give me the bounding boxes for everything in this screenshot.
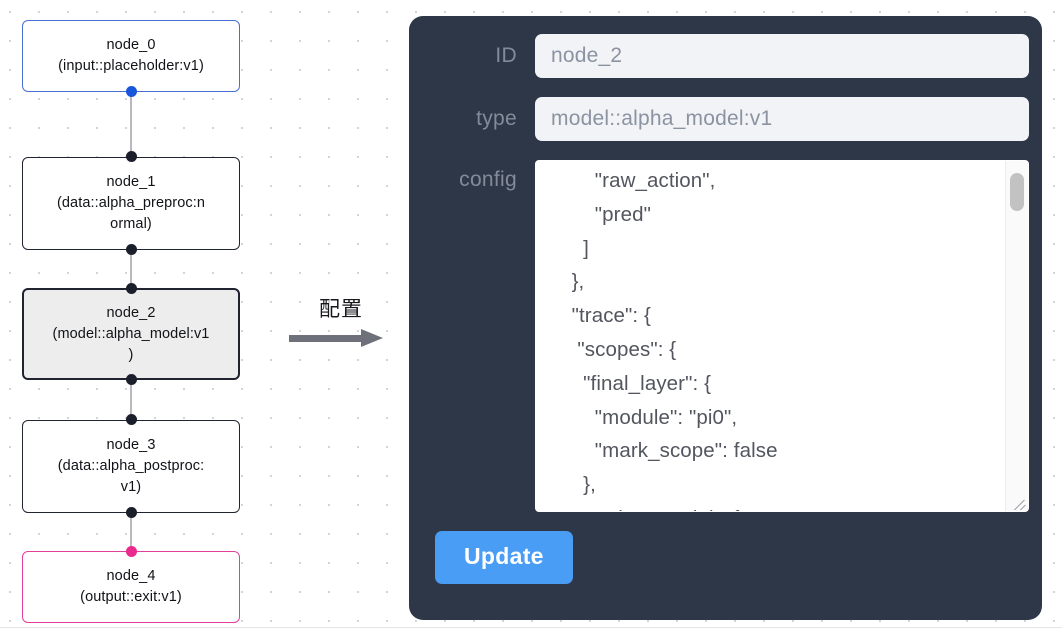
node-subtitle-line1: (model::alpha_model:v1 — [52, 325, 210, 342]
field-row-type: type — [422, 97, 1029, 141]
resize-handle-icon[interactable] — [1007, 490, 1027, 510]
id-input[interactable] — [535, 34, 1029, 78]
type-input[interactable] — [535, 97, 1029, 141]
edge-node0-node1 — [130, 92, 132, 157]
port-node_3-out[interactable] — [125, 507, 137, 518]
panel-actions: Update — [422, 531, 1029, 584]
node-graph: node_0 (input::placeholder:v1) node_1 (d… — [0, 0, 400, 627]
annotation-arrow-group: 配置 — [287, 296, 395, 366]
field-row-id: ID — [422, 34, 1029, 78]
port-node_1-in[interactable] — [125, 151, 137, 162]
node-subtitle-line2: ) — [128, 346, 134, 363]
node-title: node_2 — [106, 304, 156, 321]
node-subtitle-line1: (data::alpha_preproc:n — [56, 195, 206, 211]
node-subtitle: (output::exit:v1) — [80, 589, 182, 605]
id-field-label: ID — [495, 44, 517, 67]
config-textarea[interactable]: "raw_action", "pred" ] }, "trace": { "sc… — [535, 160, 1029, 512]
port-node_1-out[interactable] — [125, 244, 137, 255]
config-scrollbar-thumb[interactable] — [1010, 173, 1024, 211]
node-subtitle: (input::placeholder:v1) — [58, 58, 204, 74]
canvas-bottom-strip — [0, 627, 1062, 644]
edge-node1-node2 — [130, 250, 132, 288]
config-scrollbar[interactable] — [1005, 161, 1028, 511]
annotation-label: 配置 — [319, 297, 363, 321]
node-title: node_1 — [106, 174, 156, 190]
port-node_2-out[interactable] — [125, 374, 137, 385]
node-title: node_0 — [106, 37, 156, 53]
node-title: node_3 — [106, 437, 156, 453]
node-subtitle-line2: ormal) — [110, 216, 152, 232]
graph-node-node_2[interactable]: node_2 (model::alpha_model:v1 ) — [22, 288, 240, 380]
graph-node-node_0[interactable]: node_0 (input::placeholder:v1) — [22, 20, 240, 92]
edge-node2-node3 — [130, 380, 132, 420]
port-node_4-in[interactable] — [125, 546, 137, 557]
graph-node-node_4[interactable]: node_4 (output::exit:v1) — [22, 551, 240, 623]
node-subtitle-line1: (data::alpha_postproc: — [57, 458, 205, 474]
field-row-config: config "raw_action", "pred" ] }, "trace"… — [422, 160, 1029, 512]
node-inspector-panel: ID type config "raw_action", "pred" ] },… — [409, 16, 1042, 620]
port-node_0-out[interactable] — [125, 86, 137, 97]
port-node_3-in[interactable] — [125, 414, 137, 425]
config-textarea-content[interactable]: "raw_action", "pred" ] }, "trace": { "sc… — [571, 169, 778, 511]
type-field-label: type — [476, 107, 517, 130]
edge-node3-node4 — [130, 513, 132, 551]
node-subtitle-line2: v1) — [120, 479, 142, 495]
node-title: node_4 — [106, 568, 156, 584]
graph-node-node_1[interactable]: node_1 (data::alpha_preproc:n ormal) — [22, 157, 240, 250]
arrow-right-icon — [287, 327, 395, 349]
graph-node-node_3[interactable]: node_3 (data::alpha_postproc: v1) — [22, 420, 240, 513]
config-textarea-wrapper: "raw_action", "pred" ] }, "trace": { "sc… — [535, 160, 1029, 512]
port-node_2-in[interactable] — [125, 283, 137, 294]
update-button[interactable]: Update — [435, 531, 573, 584]
config-field-label: config — [459, 168, 517, 191]
